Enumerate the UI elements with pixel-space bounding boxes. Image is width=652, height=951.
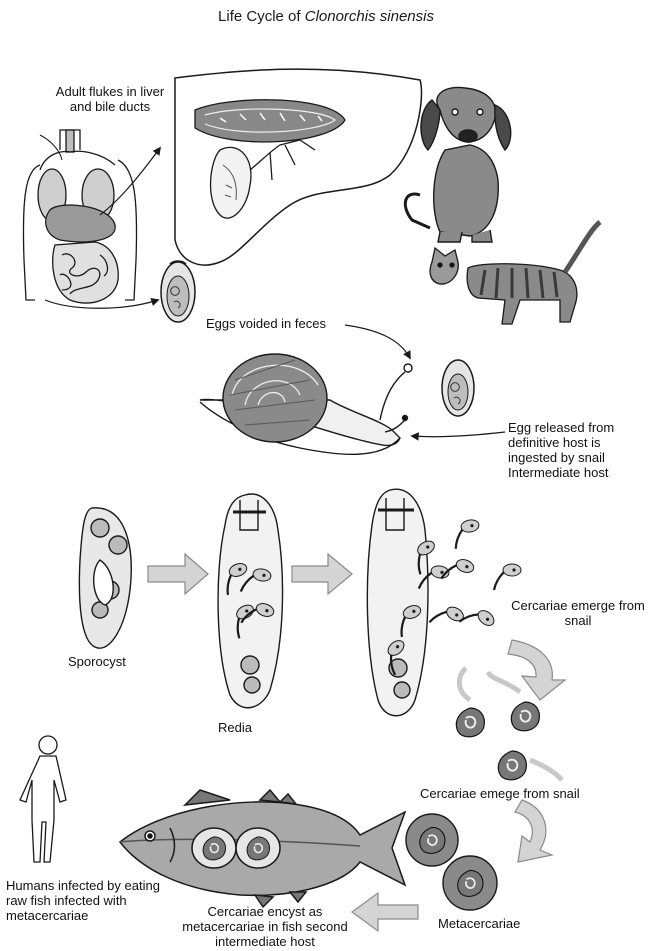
mature-redia-illustration [367,489,428,716]
cercariae-to-metacercariae-arrow [515,800,552,862]
egg-illustration-snail [442,360,474,416]
egg-illustration-top [161,261,195,322]
adult-flukes-label: Adult flukes in liver and bile ducts [55,84,165,114]
egg-to-snail-arrow [412,432,505,437]
human-figure-illustration [20,736,66,862]
cercariae-encyst-label: Cercariae encyst as metacercariae in fis… [170,904,360,949]
cercariae-emerge-label-2: Cercariae emege from snail [420,786,630,801]
metacercariae-label: Metacercariae [438,916,558,931]
human-torso-illustration [23,130,136,303]
metacercariae-to-fish-arrow [352,893,418,931]
redia-illustration [218,494,282,708]
cercariae-emerge-label-1: Cercariae emerge from snail [508,598,648,628]
redia-to-mature-arrow [292,554,352,594]
egg-released-label: Egg released from definitive host is ing… [508,420,648,480]
redia-label: Redia [218,720,278,735]
sporocyst-label: Sporocyst [68,654,158,669]
humans-infected-label: Humans infected by eating raw fish infec… [6,878,166,923]
cercaria [494,564,521,590]
snail-illustration [200,354,412,454]
dog-illustration [405,87,510,242]
cercaria [441,554,475,588]
metacercariae-group [406,814,497,910]
eggs-voided-label: Eggs voided in feces [206,316,406,331]
sporocyst-to-redia-arrow [148,554,208,594]
cercaria [429,600,465,636]
sporocyst-illustration [79,508,131,648]
cercaria [451,519,482,549]
torso-to-egg-arrow [45,300,158,308]
liver-illustration [175,69,421,265]
cercaria [459,602,496,639]
